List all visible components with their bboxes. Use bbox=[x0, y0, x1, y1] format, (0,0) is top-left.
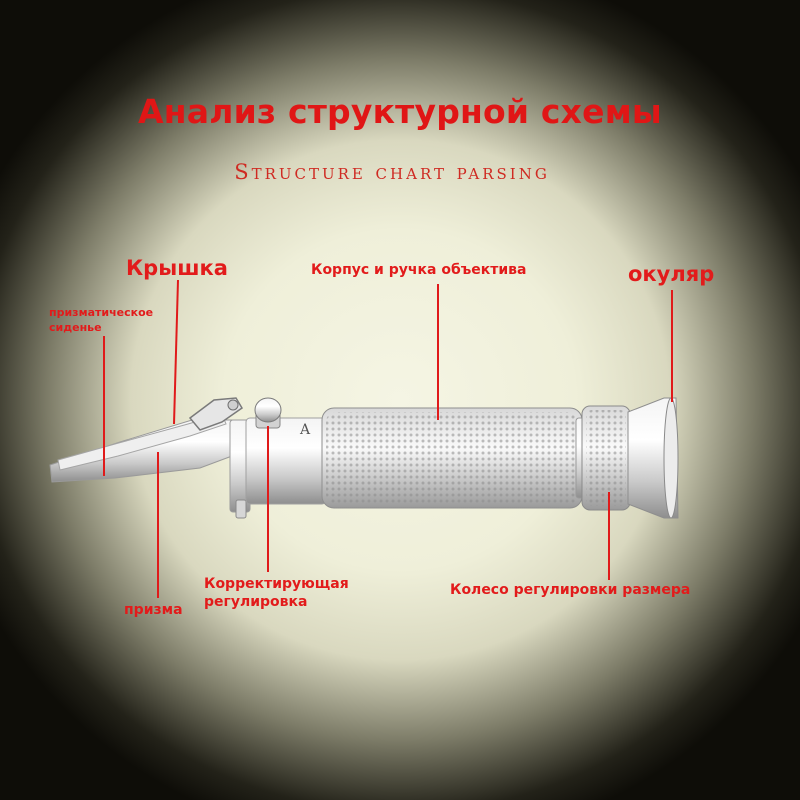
label-size-wheel: Колесо регулировки размера bbox=[450, 582, 691, 598]
label-cover: Крышка bbox=[126, 256, 228, 280]
eyepiece-rim-shape bbox=[663, 397, 679, 519]
adjustment-wheel-knurl-shape bbox=[586, 410, 626, 506]
cover-plate-shape bbox=[57, 413, 227, 471]
grip-knurl-shape bbox=[326, 412, 578, 504]
mount-tab-shape bbox=[235, 499, 247, 519]
device-marking: A bbox=[299, 422, 311, 438]
leader-cover bbox=[173, 279, 179, 425]
label-prism: призма bbox=[124, 602, 183, 618]
hinge-pin-shape bbox=[227, 399, 239, 411]
correction-screw-shape bbox=[254, 397, 282, 423]
label-eyepiece: окуляр bbox=[628, 262, 715, 286]
main-tube-shape bbox=[245, 417, 327, 505]
label-body-handle: Корпус и ручка объектива bbox=[311, 262, 527, 278]
label-correction: Корректирующая регулировка bbox=[204, 576, 349, 610]
page-subtitle: Structure chart parsing bbox=[234, 160, 550, 184]
page-title: Анализ структурной схемы bbox=[138, 92, 662, 131]
label-prism-seat: призматическое сиденье bbox=[49, 306, 154, 334]
